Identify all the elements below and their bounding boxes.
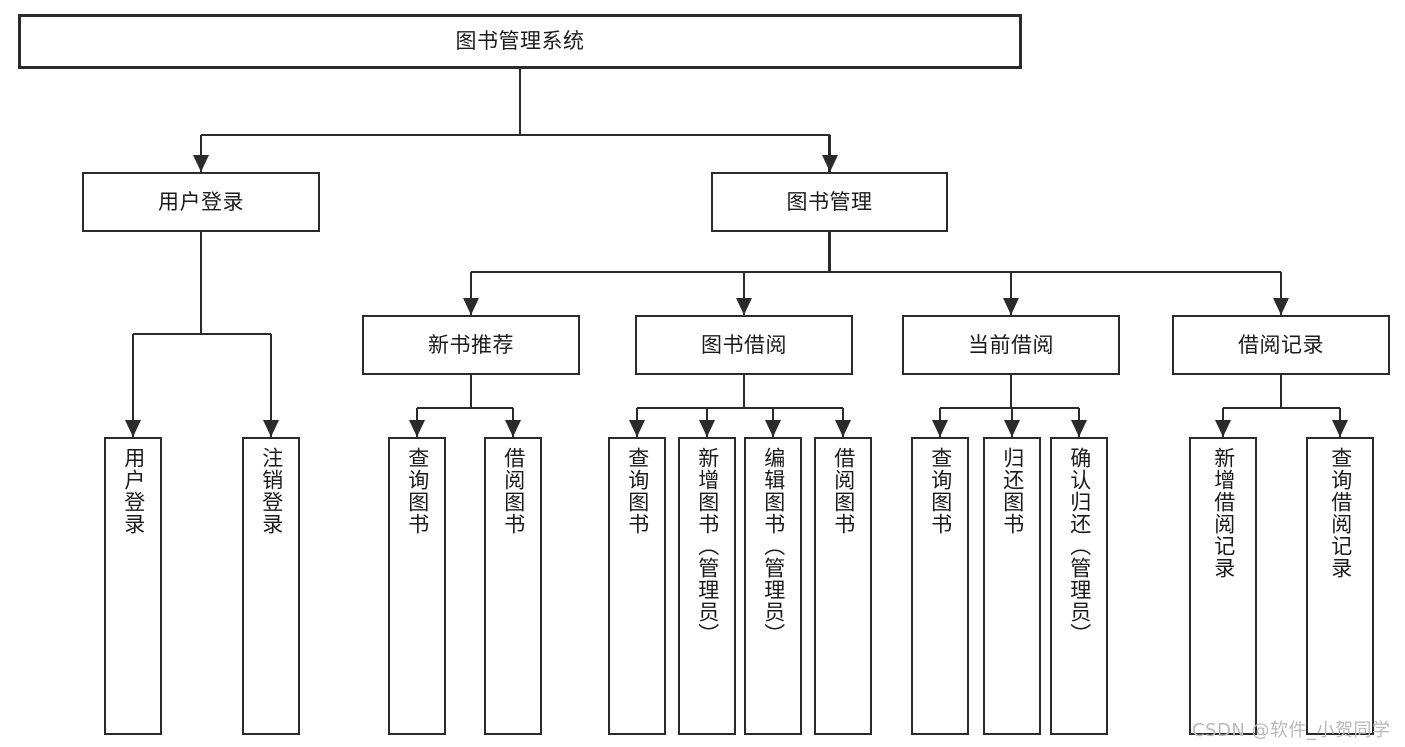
arrow-head-icon: [932, 420, 948, 437]
connector-bus: [471, 270, 1281, 274]
connector-trunk: [199, 232, 203, 334]
node-leaf-borrow-book-1-label: 借阅图书: [501, 447, 526, 535]
connector-trunk: [1279, 375, 1283, 408]
node-root-label: 图书管理系统: [455, 29, 585, 54]
node-new-book-recommend[interactable]: 新书推荐: [362, 315, 580, 375]
node-leaf-query-book-3[interactable]: 查询图书: [911, 437, 969, 735]
node-leaf-add-record-label: 新增借阅记录: [1211, 447, 1236, 579]
node-leaf-user-logout-label: 注销登录: [259, 447, 284, 535]
arrow-head-icon: [125, 420, 141, 437]
node-borrow-record[interactable]: 借阅记录: [1172, 315, 1390, 375]
arrow-head-icon: [463, 298, 479, 315]
node-leaf-borrow-book-2[interactable]: 借阅图书: [814, 437, 872, 735]
connector-bus: [417, 406, 513, 410]
node-leaf-user-logout[interactable]: 注销登录: [242, 437, 300, 735]
arrow-head-icon: [1004, 420, 1020, 437]
connector-trunk: [518, 69, 522, 135]
node-leaf-confirm-return-label: 确认归还（管理员）: [1067, 447, 1092, 645]
arrow-head-icon: [193, 155, 209, 172]
node-leaf-query-record-label: 查询借阅记录: [1328, 447, 1353, 579]
arrow-head-icon: [736, 298, 752, 315]
node-leaf-query-book-1-label: 查询图书: [405, 447, 430, 535]
arrow-head-icon: [629, 420, 645, 437]
node-leaf-edit-book-label: 编辑图书（管理员）: [761, 447, 786, 645]
connector-drop: [1279, 272, 1283, 315]
node-leaf-add-book-label: 新增图书（管理员）: [695, 447, 720, 645]
node-root[interactable]: 图书管理系统: [18, 14, 1022, 69]
arrow-head-icon: [835, 420, 851, 437]
connector-bus: [940, 406, 1079, 410]
node-book-manage-label: 图书管理: [786, 189, 873, 214]
node-leaf-borrow-book-2-label: 借阅图书: [831, 447, 856, 535]
connector-drop: [131, 334, 135, 437]
connector-drop: [828, 135, 831, 172]
arrow-head-icon: [699, 420, 715, 437]
node-leaf-user-login-label: 用户登录: [121, 447, 146, 535]
node-leaf-query-book-1[interactable]: 查询图书: [388, 437, 446, 735]
node-leaf-query-book-3-label: 查询图书: [928, 447, 953, 535]
node-book-borrow-label: 图书借阅: [701, 332, 787, 357]
node-leaf-query-record[interactable]: 查询借阅记录: [1306, 437, 1374, 735]
connector-drop: [199, 135, 203, 172]
connector-trunk: [742, 375, 746, 408]
arrow-head-icon: [1332, 420, 1348, 437]
node-leaf-query-book-2-label: 查询图书: [625, 447, 650, 535]
arrow-head-icon: [1215, 420, 1231, 437]
node-user-login-label: 用户登录: [158, 189, 244, 214]
node-leaf-add-record[interactable]: 新增借阅记录: [1189, 437, 1257, 735]
node-new-book-recommend-label: 新书推荐: [428, 332, 514, 357]
node-leaf-confirm-return[interactable]: 确认归还（管理员）: [1050, 437, 1108, 735]
connector-trunk: [469, 375, 473, 408]
arrow-head-icon: [765, 420, 781, 437]
node-book-manage[interactable]: 图书管理: [711, 172, 948, 232]
node-book-borrow[interactable]: 图书借阅: [635, 315, 853, 375]
arrow-head-icon: [1071, 420, 1087, 437]
node-leaf-user-login[interactable]: 用户登录: [104, 437, 162, 735]
arrow-head-icon: [1273, 298, 1289, 315]
watermark: CSDN @软件_小贺同学: [1192, 720, 1391, 741]
node-user-login[interactable]: 用户登录: [82, 172, 320, 232]
node-leaf-add-book[interactable]: 新增图书（管理员）: [678, 437, 736, 735]
node-current-borrow[interactable]: 当前借阅: [902, 315, 1120, 375]
arrow-head-icon: [409, 420, 425, 437]
node-current-borrow-label: 当前借阅: [968, 332, 1054, 357]
arrow-head-icon: [1003, 298, 1019, 315]
connector-trunk: [1009, 375, 1013, 408]
connector-drop: [742, 272, 746, 315]
connector-bus: [1223, 406, 1340, 410]
connector-drop: [469, 272, 473, 315]
connector-bus: [201, 133, 830, 137]
node-leaf-edit-book[interactable]: 编辑图书（管理员）: [744, 437, 802, 735]
node-leaf-borrow-book-1[interactable]: 借阅图书: [484, 437, 542, 735]
connector-trunk: [828, 232, 831, 272]
arrow-head-icon: [263, 420, 279, 437]
connector-bus: [637, 406, 843, 410]
arrow-head-icon: [505, 420, 521, 437]
connector-drop: [1009, 272, 1013, 315]
node-leaf-query-book-2[interactable]: 查询图书: [608, 437, 666, 735]
connector-bus: [133, 332, 271, 336]
node-leaf-return-book-label: 归还图书: [1000, 447, 1025, 535]
arrow-head-icon: [821, 155, 838, 172]
node-borrow-record-label: 借阅记录: [1238, 332, 1324, 357]
connector-drop: [269, 334, 273, 437]
node-leaf-return-book[interactable]: 归还图书: [983, 437, 1041, 735]
